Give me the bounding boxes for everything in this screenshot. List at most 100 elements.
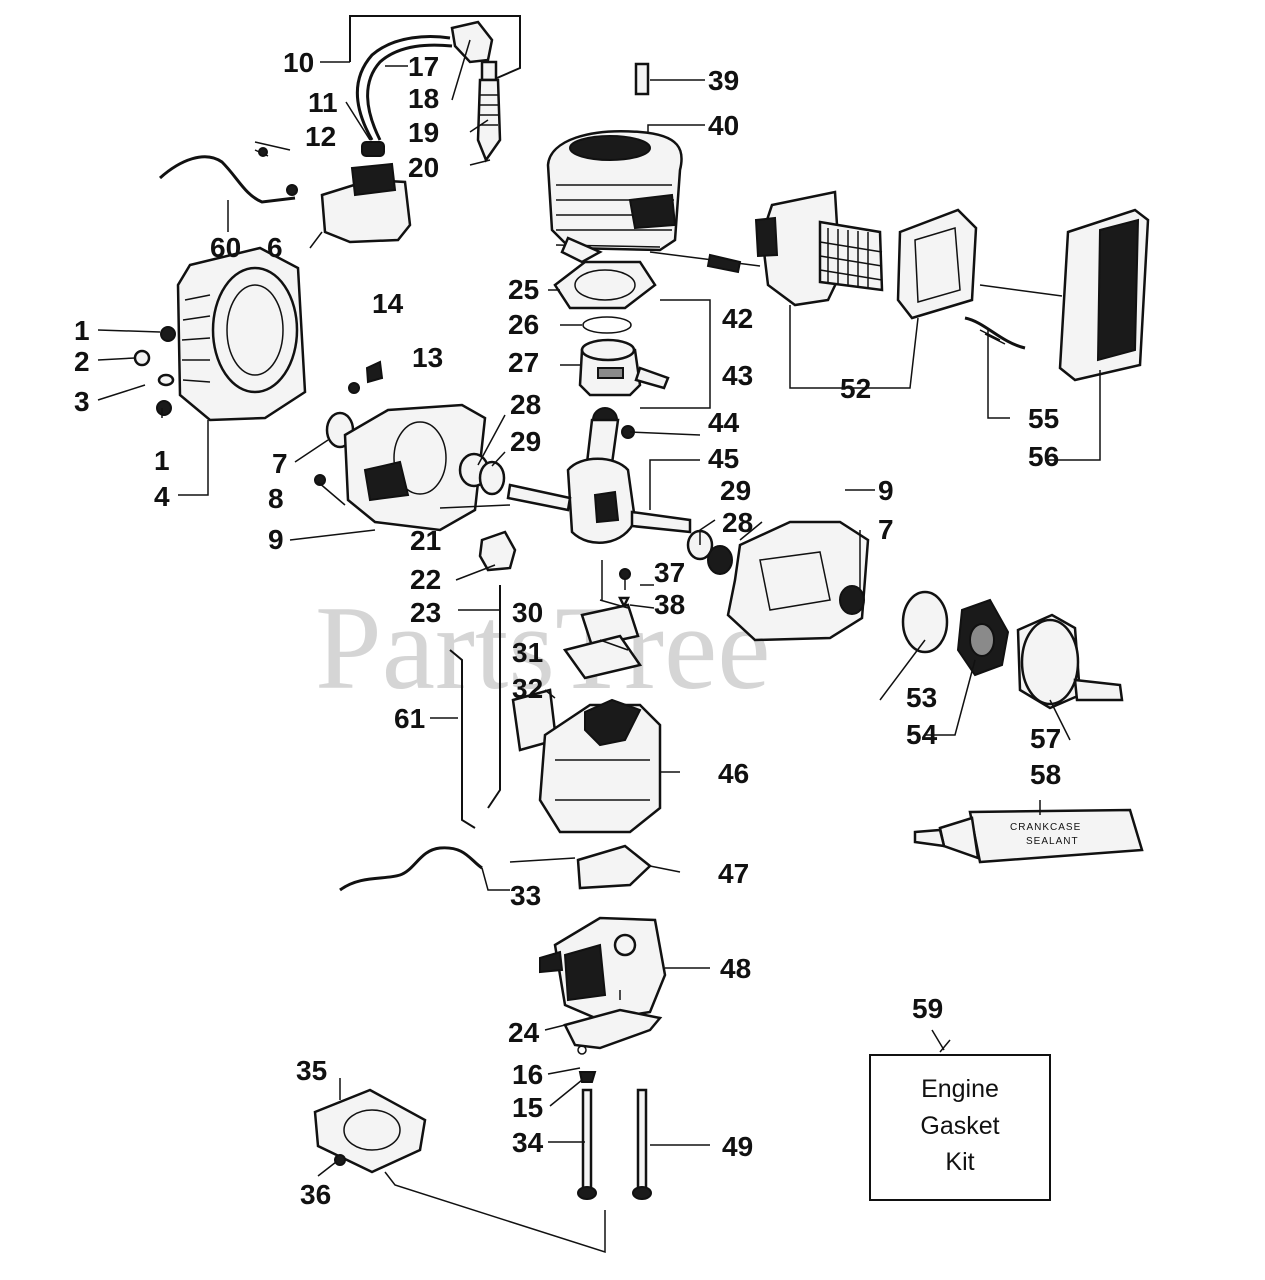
- seal-left: [478, 460, 506, 496]
- carburetor: [539, 916, 667, 1022]
- base-gasket: [313, 1088, 427, 1174]
- air-filter-assembly: [649, 190, 1150, 382]
- screw-16: [577, 1045, 587, 1055]
- part-label: 36: [300, 1179, 331, 1210]
- part-label: 18: [408, 83, 439, 114]
- part-label: 6: [267, 232, 283, 263]
- engine-gasket-kit-box: 59 Engine Gasket Kit: [869, 993, 1051, 1201]
- part-label: 9: [878, 475, 894, 506]
- kit-number: 59: [912, 993, 943, 1024]
- part-label: 53: [906, 682, 937, 713]
- carb-adapter: [563, 1008, 663, 1050]
- part-label: 17: [408, 51, 439, 82]
- part-label: 9: [268, 524, 284, 555]
- reed-block: [478, 530, 517, 572]
- part-label: 1: [154, 445, 170, 476]
- part-label: 25: [508, 274, 539, 305]
- part-label: 52: [840, 373, 871, 404]
- part-label: 48: [720, 953, 751, 984]
- part-label: 31: [512, 637, 543, 668]
- leader-lines: [97, 39, 1101, 1254]
- part-label: 13: [412, 342, 443, 373]
- part-label: 61: [394, 703, 425, 734]
- part-label: 37: [654, 557, 685, 588]
- crankcase-right: [726, 520, 870, 642]
- part-label: 16: [512, 1059, 543, 1090]
- part-label: 12: [305, 121, 336, 152]
- part-label: 4: [154, 481, 170, 512]
- part-label: 40: [708, 110, 739, 141]
- part-label: 33: [510, 880, 541, 911]
- part-label: 58: [1030, 759, 1061, 790]
- part-label: 7: [878, 514, 894, 545]
- part-label: 44: [708, 407, 740, 438]
- spring-15: [578, 1071, 597, 1083]
- kit-line-3: Kit: [945, 1148, 974, 1176]
- part-label: 15: [512, 1092, 543, 1123]
- part-label: 45: [708, 443, 739, 474]
- cylinder: [546, 62, 683, 264]
- part-label: 30: [512, 597, 543, 628]
- fuel-tank: [538, 698, 662, 834]
- ignition-lead-group: [349, 15, 521, 163]
- screw-37: [619, 568, 631, 580]
- ignition-coil: [158, 147, 412, 244]
- svg-text:SEALANT: SEALANT: [1026, 836, 1079, 847]
- bolt-49: [636, 1088, 648, 1192]
- part-label: 54: [906, 719, 938, 750]
- part-label: 60: [210, 232, 241, 263]
- part-label: 49: [722, 1131, 753, 1162]
- part-label: 56: [1028, 441, 1059, 472]
- carb-gasket: [576, 844, 652, 890]
- clutch-group: [901, 590, 1124, 710]
- part-label: 28: [510, 389, 541, 420]
- part-label: 29: [510, 426, 541, 457]
- sealant-tube: CRANKCASE SEALANT: [913, 808, 1144, 864]
- kit-line-2: Gasket: [920, 1112, 999, 1140]
- part-label: 23: [410, 597, 441, 628]
- bearing-right: [707, 545, 733, 575]
- part-label: 27: [508, 347, 539, 378]
- crankcase-left: [314, 360, 487, 532]
- crankshaft: [506, 407, 692, 544]
- part-label: 2: [74, 346, 90, 377]
- bolt-34: [581, 1088, 593, 1192]
- part-label: 1: [74, 315, 90, 346]
- part-label: 34: [512, 1127, 544, 1158]
- part-label: 43: [722, 360, 753, 391]
- flywheel: [133, 246, 307, 422]
- part-label: 24: [508, 1017, 540, 1048]
- part-number-labels: 10 17 18 11 19 12 20 60 6 39 40 25 42 26…: [74, 47, 1061, 1210]
- kit-line-1: Engine: [921, 1075, 999, 1103]
- part-label: 19: [408, 117, 439, 148]
- part-label: 14: [372, 288, 404, 319]
- piston: [578, 338, 670, 397]
- part-label: 26: [508, 309, 539, 340]
- part-label: 11: [308, 87, 338, 118]
- part-label: 3: [74, 386, 90, 417]
- screw-36: [334, 1154, 346, 1166]
- gasket-30: [580, 603, 640, 648]
- part-label: 46: [718, 758, 749, 789]
- part-label: 28: [722, 507, 753, 538]
- fuel-line: [339, 846, 483, 892]
- part-label: 35: [296, 1055, 327, 1086]
- part-label: 42: [722, 303, 753, 334]
- part-label: 10: [283, 47, 314, 78]
- part-label: 57: [1030, 723, 1061, 754]
- choke-rod: [449, 649, 476, 829]
- part-label: 20: [408, 152, 439, 183]
- part-label: 38: [654, 589, 685, 620]
- piston-ring: [582, 316, 632, 334]
- part-label: 7: [272, 448, 288, 479]
- part-label: 21: [410, 525, 441, 556]
- cylinder-gasket: [553, 260, 657, 310]
- svg-text:CRANKCASE: CRANKCASE: [1010, 822, 1081, 833]
- part-label: 29: [720, 475, 751, 506]
- part-label: 55: [1028, 403, 1059, 434]
- part-label: 47: [718, 858, 749, 889]
- kit-box-frame: [869, 1054, 1051, 1201]
- part-label: 22: [410, 564, 441, 595]
- part-label: 8: [268, 483, 284, 514]
